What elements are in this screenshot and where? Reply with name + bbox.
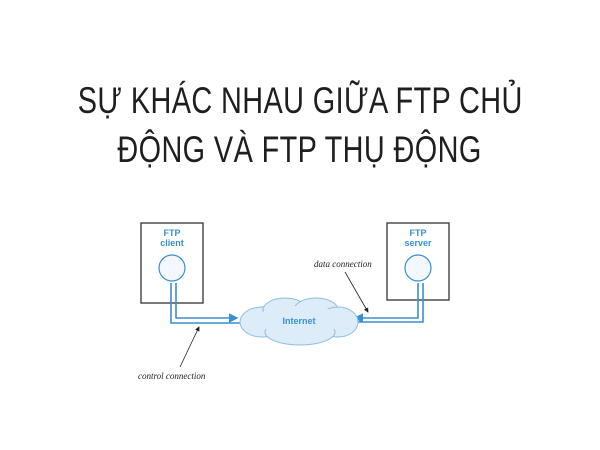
client-label-2: client [160,238,184,248]
data-connection-pointer [344,271,369,313]
control-connection-pointer [179,326,200,368]
control-connection-label: control connection [138,371,206,381]
title-line-2: ĐỘNG VÀ FTP THỤ ĐỘNG [0,129,600,171]
internet-label: Internet [282,316,315,326]
client-label-1: FTP [164,228,181,238]
client-process-circle [158,254,186,282]
data-connection-label: data connection [314,259,372,269]
internet-cloud [239,297,359,346]
title-text-1: SỰ KHÁC NHAU GIỮA FTP CHỦ [77,80,523,121]
connection-lines [170,283,424,324]
title-line-1: SỰ KHÁC NHAU GIỮA FTP CHỦ [0,80,600,122]
server-label-1: FTP [410,228,427,238]
server-label-2: server [404,238,432,248]
title-text-2: ĐỘNG VÀ FTP THỤ ĐỘNG [117,129,483,170]
client-box [140,222,204,304]
server-process-circle [404,254,432,282]
